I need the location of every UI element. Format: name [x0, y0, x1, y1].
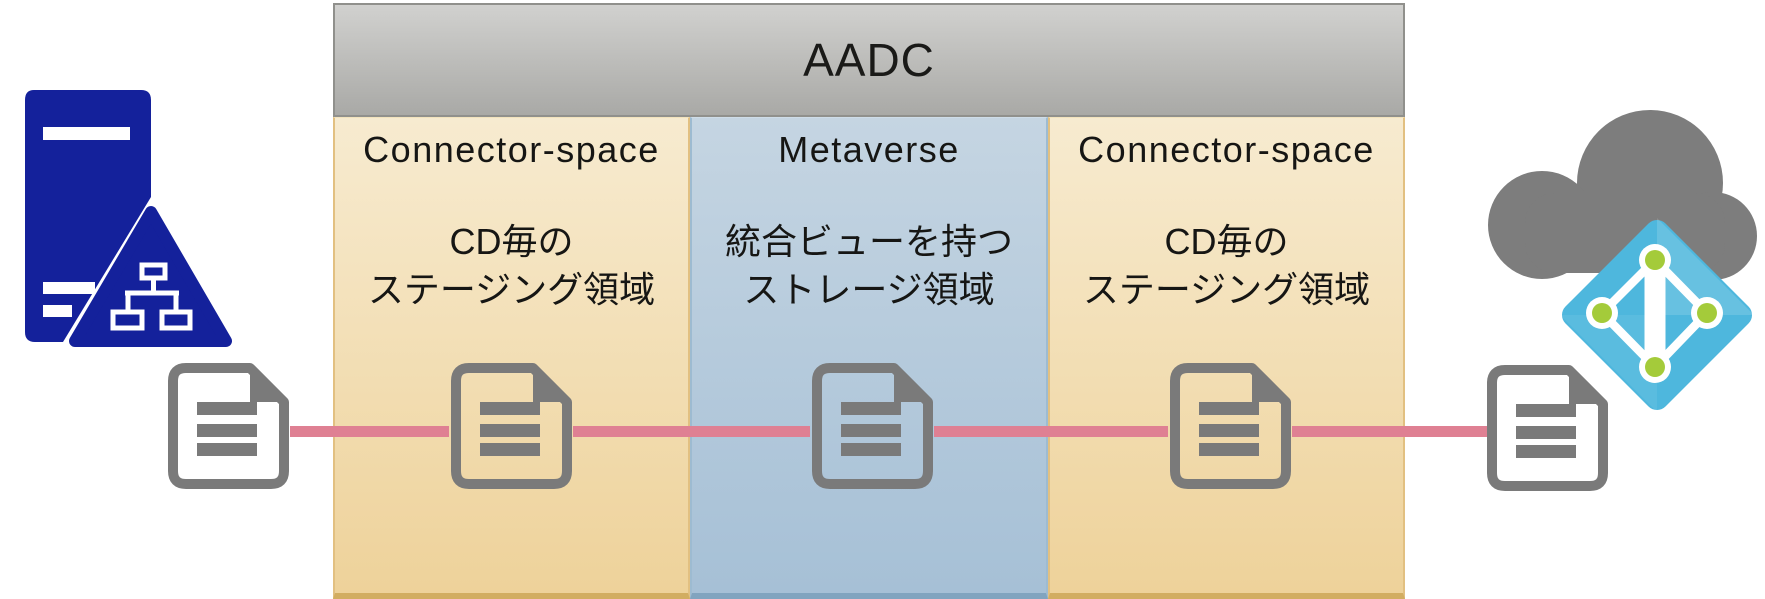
document-icon [1168, 361, 1292, 491]
description-line: ステージング領域 [1082, 269, 1371, 310]
sync-line-segment [934, 426, 1168, 437]
azure-active-directory-icon [1560, 218, 1754, 412]
on-premises-ad-server-icon [25, 90, 232, 347]
column-connector-space-right: Connector-space CD毎の ステージング領域 [1048, 117, 1405, 599]
column-description: CD毎の ステージング領域 [1050, 218, 1403, 314]
document-icon [810, 361, 934, 491]
description-line: CD毎の [1164, 221, 1289, 262]
sync-line-segment [290, 426, 449, 437]
column-metaverse: Metaverse 統合ビューを持つ ストレージ領域 [690, 117, 1048, 599]
column-description: 統合ビューを持つ ストレージ領域 [692, 218, 1046, 314]
network-nodes [1586, 244, 1723, 383]
sync-line-segment [1292, 426, 1487, 437]
column-header: Metaverse [778, 129, 960, 170]
document-icon [166, 361, 290, 491]
sync-line-segment [573, 426, 810, 437]
document-icon [449, 361, 573, 491]
column-connector-space-left: Connector-space CD毎の ステージング領域 [333, 117, 690, 599]
aadc-title-bar: AADC [333, 3, 1405, 117]
aadc-title: AADC [803, 34, 935, 86]
column-header: Connector-space [363, 129, 660, 170]
description-line: CD毎の [449, 221, 574, 262]
document-icon [1485, 363, 1609, 493]
description-line: ステージング領域 [367, 269, 656, 310]
description-line: ストレージ領域 [743, 269, 995, 310]
description-line: 統合ビューを持つ [724, 221, 1013, 262]
column-description: CD毎の ステージング領域 [335, 218, 688, 314]
column-header: Connector-space [1078, 129, 1375, 170]
